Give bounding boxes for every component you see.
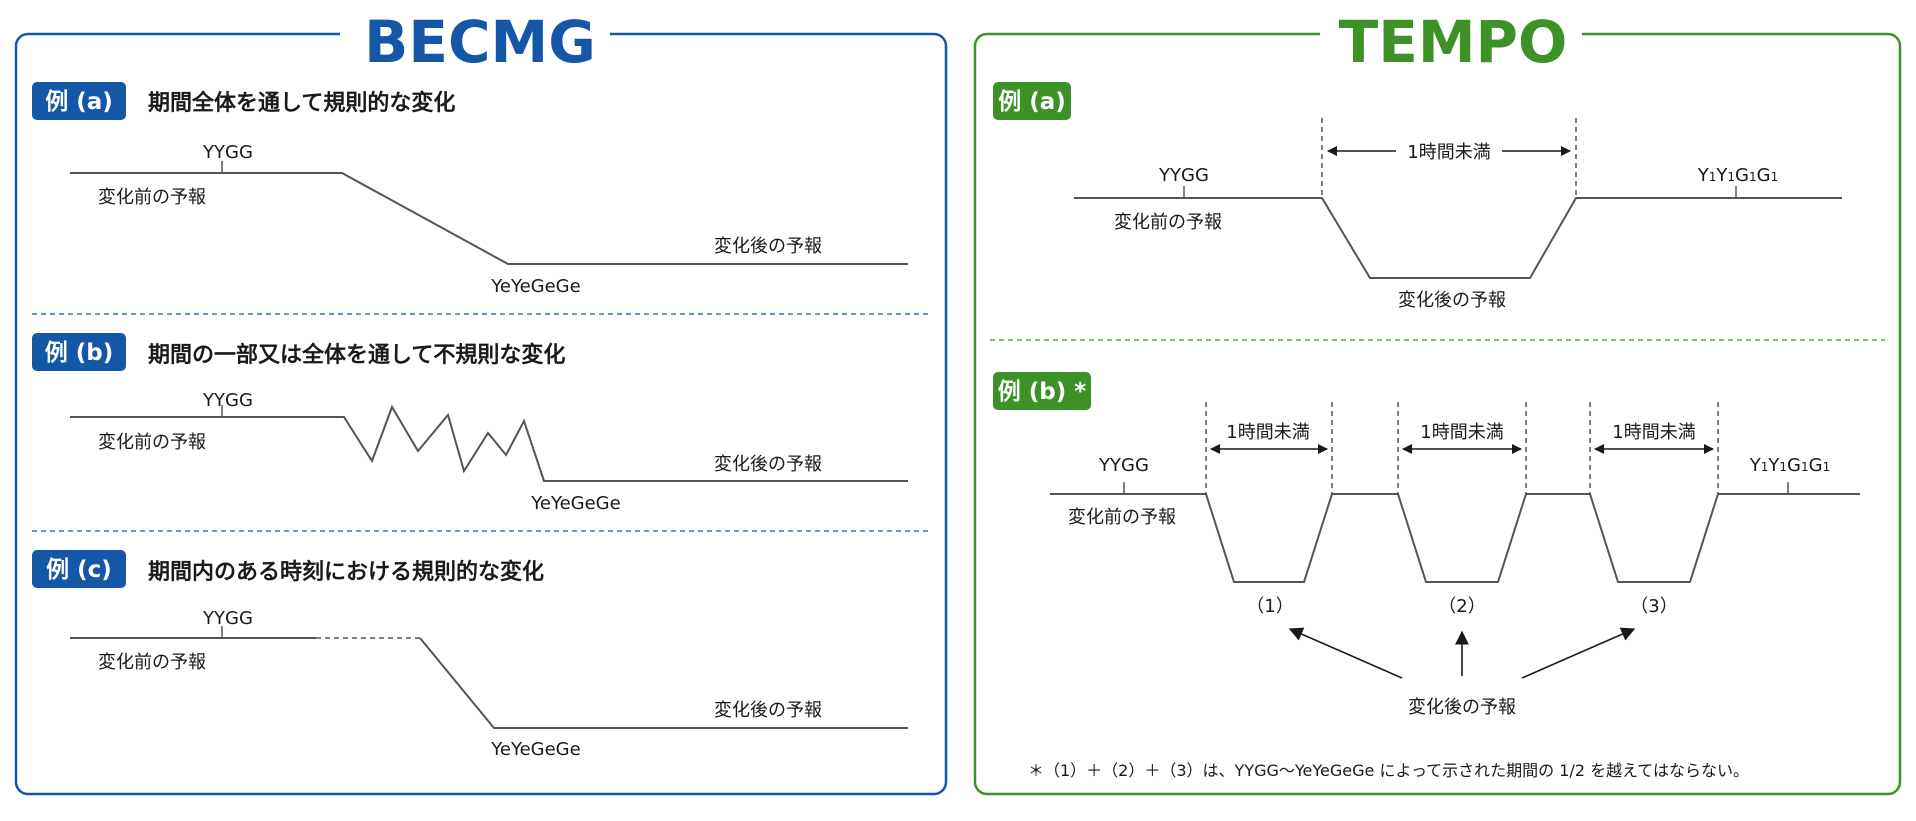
becmg-b-after-label: 変化後の予報 xyxy=(714,454,822,475)
tempo-a-end-sub-2: 1 xyxy=(1727,170,1735,184)
becmg-example-c: 例 (c) 期間内のある時刻における規則的な変化 YYGG 変化前の予報 変化後… xyxy=(32,550,908,760)
tempo-b-badge xyxy=(993,372,1091,410)
becmg-c-heading: 期間内のある時刻における規則的な変化 xyxy=(148,559,544,585)
tempo-b-end-y1: Y xyxy=(1749,455,1762,476)
tempo-b-end-y2: Y xyxy=(1767,455,1780,476)
tempo-b-trend-line xyxy=(1050,493,1860,583)
tempo-panel: TEMPO 例 (a) 1時間未満 YYGG 変化前の予報 変化後の予報 Y1Y… xyxy=(973,8,1902,796)
becmg-c-before-label: 変化前の予報 xyxy=(98,652,206,673)
becmg-frame xyxy=(14,32,948,796)
becmg-title: BECMG xyxy=(364,8,596,76)
tempo-b-end-sub-4: 1 xyxy=(1823,460,1831,474)
tempo-a-badge-label: 例 (a) xyxy=(998,89,1066,115)
tempo-a-end-y1: Y xyxy=(1697,165,1710,186)
becmg-c-change-line xyxy=(419,637,908,729)
tempo-a-duration-label: 1時間未満 xyxy=(1407,142,1490,163)
becmg-c-end-label: YeYeGeGe xyxy=(490,739,580,760)
becmg-a-after-label: 変化後の予報 xyxy=(714,236,822,257)
tempo-b-marker-2: （2） xyxy=(1438,596,1485,617)
tempo-title-mask xyxy=(1320,10,1582,60)
becmg-a-heading: 期間全体を通して規則的な変化 xyxy=(148,90,455,116)
tempo-b-end-sub-3: 1 xyxy=(1801,460,1809,474)
tempo-b-duration-2: 1時間未満 xyxy=(1420,422,1503,443)
becmg-a-before-label: 変化前の予報 xyxy=(98,187,206,208)
tempo-b-badge-label: 例 (b) * xyxy=(998,379,1087,405)
becmg-example-b: 例 (b) 期間の一部又は全体を通して不規則な変化 YYGG 変化前の予報 変化… xyxy=(32,333,908,514)
tempo-a-start-label: YYGG xyxy=(1158,165,1209,186)
tempo-b-end-g1: G xyxy=(1787,455,1801,476)
tempo-example-a: 例 (a) 1時間未満 YYGG 変化前の予報 変化後の予報 Y1Y1G1G1 xyxy=(993,82,1842,311)
becmg-b-trend-line xyxy=(70,404,908,482)
tempo-b-start-label: YYGG xyxy=(1098,455,1149,476)
tempo-b-end-label: Y1Y1G1G1 xyxy=(1749,455,1830,476)
tempo-a-end-sub-1: 1 xyxy=(1709,170,1717,184)
becmg-a-end-label: YeYeGeGe xyxy=(490,276,580,297)
tempo-a-end-sub-3: 1 xyxy=(1749,170,1757,184)
tempo-footnote: ＊（1）＋（2）＋（3）は、YYGG〜YeYeGeGe によって示された期間の … xyxy=(1028,761,1749,780)
tempo-a-trend-line xyxy=(1074,197,1842,279)
tempo-a-end-g1: G xyxy=(1735,165,1749,186)
tempo-b-duration-3: 1時間未満 xyxy=(1612,422,1695,443)
tempo-a-end-y2: Y xyxy=(1715,165,1728,186)
tempo-b-duration-1: 1時間未満 xyxy=(1226,422,1309,443)
becmg-b-end-label: YeYeGeGe xyxy=(530,493,620,514)
tempo-b-end-g2: G xyxy=(1809,455,1823,476)
tempo-b-before-label: 変化前の予報 xyxy=(1068,507,1176,528)
becmg-c-badge xyxy=(32,550,126,588)
becmg-b-badge-label: 例 (b) xyxy=(45,340,114,366)
becmg-b-start-label: YYGG xyxy=(202,390,253,411)
becmg-b-badge xyxy=(32,333,126,371)
tempo-b-pointer-arrow-3 xyxy=(1521,627,1636,679)
becmg-b-heading: 期間の一部又は全体を通して不規則な変化 xyxy=(148,342,565,368)
becmg-title-mask xyxy=(340,10,610,60)
becmg-a-badge-label: 例 (a) xyxy=(45,89,113,115)
tempo-a-end-label: Y1Y1G1G1 xyxy=(1697,165,1778,186)
becmg-c-start-label: YYGG xyxy=(202,608,253,629)
becmg-b-before-label: 変化前の予報 xyxy=(98,432,206,453)
tempo-title: TEMPO xyxy=(1339,8,1568,76)
tempo-a-end-sub-4: 1 xyxy=(1771,170,1779,184)
tempo-a-before-label: 変化前の予報 xyxy=(1114,212,1222,233)
tempo-b-end-sub-1: 1 xyxy=(1761,460,1769,474)
tempo-b-marker-1: （1） xyxy=(1246,596,1293,617)
tempo-b-end-sub-2: 1 xyxy=(1779,460,1787,474)
tempo-example-b: 例 (b) * 1時間未満 1時間未満 1時間未満 YYGG 変化前の予報 Y1… xyxy=(993,372,1860,718)
becmg-c-after-label: 変化後の予報 xyxy=(714,700,822,721)
becmg-panel: BECMG 例 (a) 期間全体を通して規則的な変化 YYGG 変化前の予報 変… xyxy=(14,8,948,796)
becmg-a-trend-line xyxy=(70,172,908,265)
tempo-a-after-label: 変化後の予報 xyxy=(1398,290,1506,311)
tempo-b-after-label: 変化後の予報 xyxy=(1408,697,1516,718)
tempo-b-marker-3: （3） xyxy=(1630,596,1677,617)
becmg-a-badge xyxy=(32,82,126,120)
becmg-a-start-label: YYGG xyxy=(202,142,253,163)
tempo-a-end-g2: G xyxy=(1757,165,1771,186)
tempo-b-pointer-arrow-1 xyxy=(1288,627,1403,679)
becmg-c-badge-label: 例 (c) xyxy=(46,557,112,583)
becmg-example-a: 例 (a) 期間全体を通して規則的な変化 YYGG 変化前の予報 変化後の予報 … xyxy=(32,82,908,297)
tempo-a-badge xyxy=(993,82,1071,120)
